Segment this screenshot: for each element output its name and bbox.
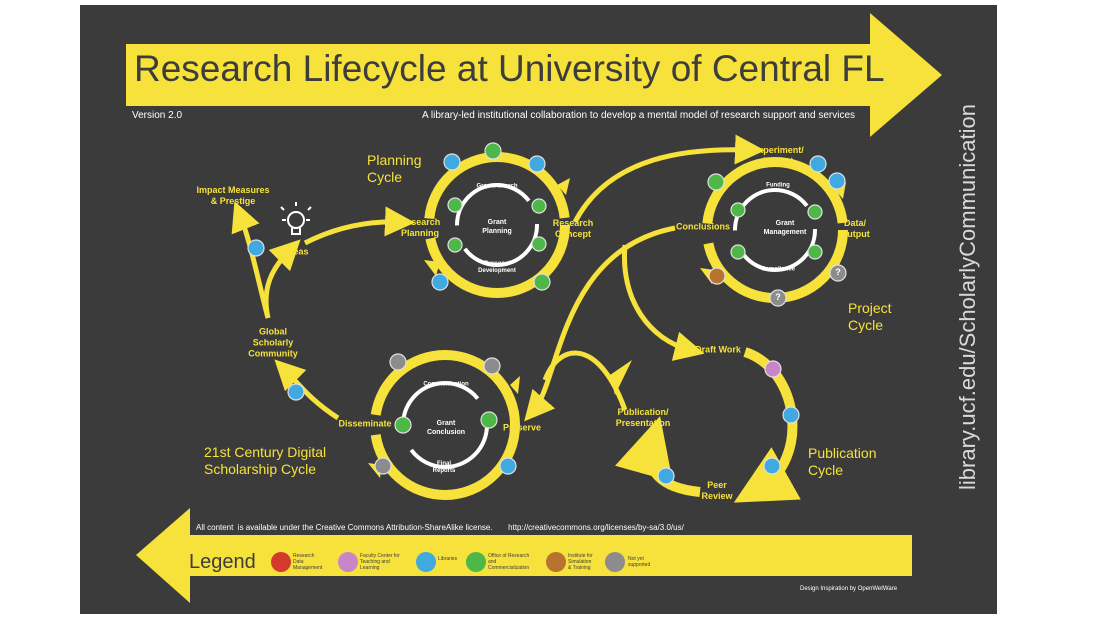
- libraries-icon: [499, 457, 517, 475]
- connector-concept-to-experiment: [572, 134, 765, 224]
- question-mark-1: ?: [775, 292, 781, 302]
- not-supported-icon: [769, 289, 787, 307]
- research-office-icon: [807, 244, 823, 260]
- version-label: Version 2.0: [132, 110, 183, 121]
- research-office-icon: [531, 236, 547, 252]
- libraries-icon: [828, 172, 846, 190]
- planning-inner-top: Grants Search: [476, 183, 518, 190]
- research-office-icon: [480, 411, 498, 429]
- legend-libraries-icon: [416, 552, 436, 572]
- legend-item-libraries: Libraries: [438, 556, 458, 562]
- legend-item-faculty-center: Faculty Center for Teaching and Learning: [360, 553, 400, 571]
- research-office-icon: [447, 237, 463, 253]
- libraries-icon: [287, 383, 305, 401]
- research-office-icon: [394, 416, 412, 434]
- connector-community-to-impact: [231, 201, 271, 319]
- research-office-icon: [730, 244, 746, 260]
- legend-title: Legend: [189, 551, 256, 573]
- project-center-label: Grant Management: [763, 220, 807, 236]
- research-concept-label: Research Concept: [552, 218, 594, 239]
- libraries-icon: [782, 406, 800, 424]
- legend-simulation-icon: [546, 552, 566, 572]
- simulation-icon: [708, 267, 726, 285]
- connector-conclusions-to-preserve: [524, 225, 676, 422]
- not-supported-icon: [829, 264, 847, 282]
- data-output-label: Data/ Output: [840, 218, 870, 239]
- connector-conclusions-to-draft: [621, 244, 705, 361]
- libraries-icon: [247, 239, 265, 257]
- planning-center-label: Grant Planning: [482, 219, 512, 235]
- legend-faculty-center-icon: [338, 552, 358, 572]
- legend-not-supported-icon: [605, 552, 625, 572]
- research-planning-label: Research Planning: [399, 217, 441, 238]
- ideas-label: Ideas: [285, 246, 309, 257]
- not-supported-icon: [374, 457, 392, 475]
- experiment-project-label: Experiment/ Project: [752, 145, 804, 166]
- libraries-icon: [809, 155, 827, 173]
- lightbulb-icon: [280, 202, 312, 235]
- question-mark-2: ?: [835, 267, 841, 277]
- design-credit: Design Inspiration by OpenWetWare: [800, 586, 898, 592]
- research-office-icon: [533, 273, 551, 291]
- draft-work-label: Draft Work: [695, 344, 741, 355]
- research-office-icon: [730, 202, 746, 218]
- legend-item-research-office: Office of Research and Commercialization: [488, 553, 530, 571]
- libraries-icon: [443, 153, 461, 171]
- poster-background: [80, 5, 997, 614]
- peer-review-label: Peer Review: [701, 480, 733, 501]
- project-inner-bottom: Compliance: [760, 266, 796, 273]
- publication-cycle-title: Publication Cycle: [808, 445, 877, 478]
- research-office-icon: [484, 142, 502, 160]
- research-office-icon: [807, 204, 823, 220]
- digital-cycle-title: 21st Century Digital Scholarship Cycle: [204, 444, 327, 477]
- project-cycle-title: Project Cycle: [848, 300, 892, 333]
- faculty-center-icon: [764, 360, 782, 378]
- impact-measures-label: Impact Measures & Prestige: [196, 185, 270, 206]
- connector-ideas-to-planning: [303, 206, 415, 246]
- cycle-connectors: [231, 134, 765, 422]
- libraries-icon: [431, 273, 449, 291]
- legend-item-simulation: Institute for Simulation & Training: [568, 553, 593, 571]
- page-title: Research Lifecycle at University of Cent…: [134, 48, 885, 89]
- connector-community-to-ideas: [263, 239, 301, 319]
- legend-item-research-data: Research Data Management: [293, 553, 323, 571]
- digital-inner-top: Communication: [423, 381, 469, 388]
- license-text: All content is available under the Creat…: [196, 523, 684, 532]
- subtitle: A library-led institutional collaboratio…: [422, 110, 856, 121]
- legend-research-office-icon: [466, 552, 486, 572]
- legend-item-not-supported: Not yet supported: [628, 556, 651, 568]
- project-inner-top: Funding: [766, 182, 790, 189]
- planning-inner-bottom: Proposal Development: [478, 261, 516, 274]
- title-banner-arrow: [126, 13, 942, 137]
- conclusions-label: Conclusions: [675, 221, 731, 232]
- digital-inner-bottom: Final Reports: [432, 461, 456, 474]
- legend-dots: [271, 552, 625, 572]
- research-office-icon: [447, 197, 463, 213]
- research-office-icon: [707, 173, 725, 191]
- libraries-icon: [528, 155, 546, 173]
- libraries-icon: [657, 467, 675, 485]
- legend-research-data-icon: [271, 552, 291, 572]
- global-scholarly-community-label: Global Scholarly Community: [248, 326, 298, 359]
- preserve-label: Preserve: [502, 422, 542, 433]
- support-dots: [247, 142, 847, 485]
- digital-center-label: Grant Conclusion: [426, 420, 466, 436]
- disseminate-label: Disseminate: [338, 418, 392, 429]
- legend-banner-arrow: [136, 508, 912, 603]
- libraries-icon: [763, 457, 781, 475]
- connector-disseminate-to-community: [274, 359, 340, 421]
- publication-presentation-label: Publication/ Presentation: [615, 407, 671, 428]
- planning-cycle-title: Planning Cycle: [367, 152, 422, 185]
- not-supported-icon: [483, 357, 501, 375]
- research-office-icon: [531, 198, 547, 214]
- side-url: library.ucf.edu/ScholarlyCommunication: [955, 104, 980, 490]
- not-supported-icon: [389, 353, 407, 371]
